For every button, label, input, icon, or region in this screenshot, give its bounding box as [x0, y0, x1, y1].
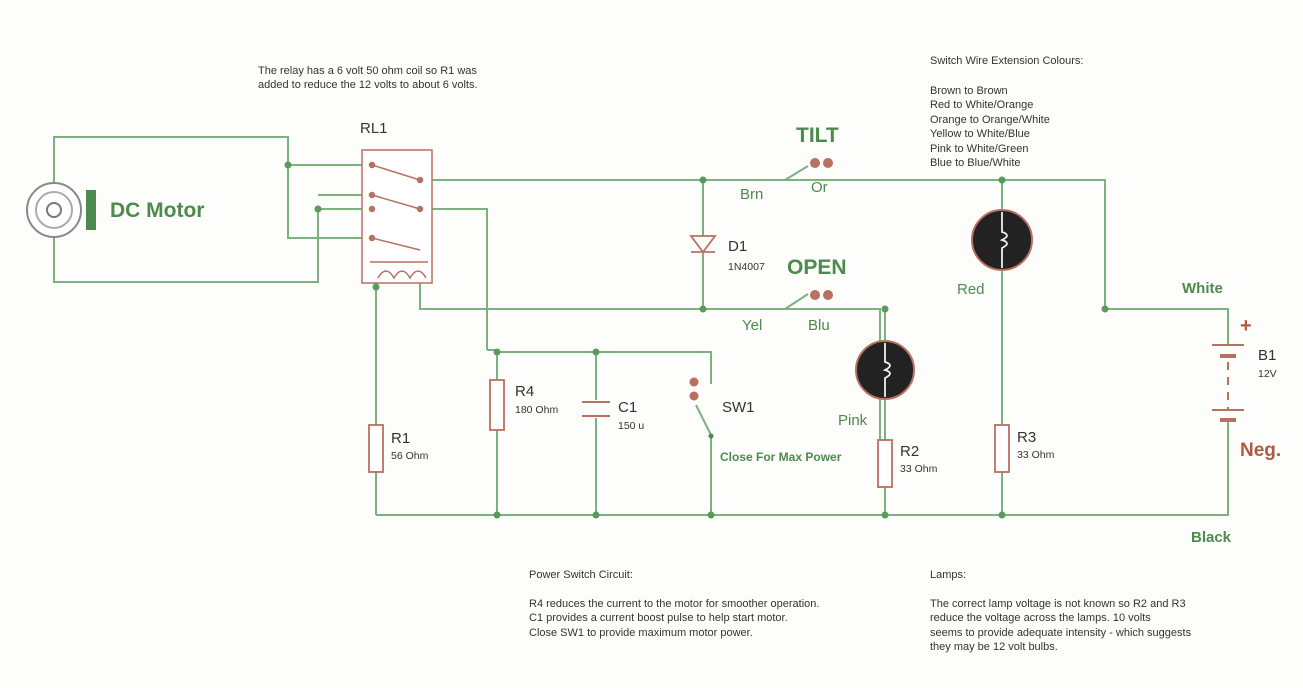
- switch-colours-title: Switch Wire Extension Colours:: [930, 55, 1083, 67]
- junction: [699, 305, 707, 313]
- junction: [1101, 305, 1109, 313]
- relay-symbol: [361, 149, 433, 284]
- r3-value: 33 Ohm: [1017, 449, 1055, 461]
- motor-symbol: [26, 182, 96, 238]
- d1-name: D1: [728, 238, 747, 255]
- junction: [699, 176, 707, 184]
- power-note-line: C1 provides a current boost pulse to hel…: [529, 612, 788, 624]
- switch-colour-item: Brown to Brown: [930, 85, 1008, 97]
- wire-top-rail: [432, 179, 1106, 309]
- open-label: OPEN: [787, 256, 847, 279]
- switch-colour-item: Blue to Blue/White: [930, 157, 1021, 169]
- tilt-label: TILT: [796, 124, 839, 147]
- b1-name: B1: [1258, 347, 1276, 364]
- wire-relay-cross1: [287, 165, 362, 239]
- tilt-switch-arm: [784, 165, 809, 181]
- b1-value: 12V: [1258, 368, 1277, 380]
- wire-r4-c1: [497, 351, 712, 380]
- white-label: White: [1182, 280, 1223, 297]
- r3-name: R3: [1017, 429, 1036, 446]
- neg-label: Neg.: [1240, 440, 1281, 461]
- junction: [592, 511, 600, 519]
- d1-value: 1N4007: [728, 261, 765, 273]
- junction: [998, 176, 1006, 184]
- junction: [998, 511, 1006, 519]
- lamp-pink-label: Pink: [838, 412, 868, 429]
- r2-value: 33 Ohm: [900, 463, 938, 475]
- resistor-r3: [994, 424, 1010, 473]
- r1-name: R1: [391, 430, 410, 447]
- plus-label: +: [1240, 315, 1252, 337]
- junction-dots: [284, 161, 1109, 519]
- battery-symbol: [1212, 344, 1244, 422]
- lamp-pink-symbol: [855, 340, 915, 400]
- resistor-r2: [877, 439, 893, 488]
- junction: [372, 283, 380, 291]
- wires: [53, 136, 1229, 516]
- relay-label: RL1: [360, 120, 388, 137]
- r2-name: R2: [900, 443, 919, 460]
- diode-symbol: [689, 235, 717, 254]
- junction: [493, 511, 501, 519]
- capacitor-c1: [582, 401, 610, 417]
- switch-colour-item: Pink to White/Green: [930, 143, 1028, 155]
- lamp-note-line: seems to provide adequate intensity - wh…: [930, 627, 1192, 639]
- wire-motor-bottom: [53, 208, 362, 283]
- wire-bottom-rail: [376, 420, 1229, 516]
- junction: [284, 161, 292, 169]
- lamp-note-line: they may be 12 volt bulbs.: [930, 641, 1058, 653]
- junction: [707, 511, 715, 519]
- wire-relay-to-mid: [432, 208, 488, 350]
- tilt-switch-contacts: [810, 158, 833, 168]
- sw1-symbol: [689, 377, 714, 439]
- sw1-note: Close For Max Power: [720, 450, 842, 464]
- r4-name: R4: [515, 383, 534, 400]
- r4-value: 180 Ohm: [515, 404, 558, 416]
- switch-colour-item: Red to White/Orange: [930, 99, 1033, 111]
- resistor-r4: [489, 379, 505, 431]
- c1-name: C1: [618, 399, 637, 416]
- switch-colour-item: Yellow to White/Blue: [930, 128, 1030, 140]
- open-left-label: Yel: [742, 317, 762, 334]
- black-label: Black: [1191, 529, 1232, 546]
- motor-label: DC Motor: [110, 199, 204, 222]
- tilt-right-label: Or: [811, 179, 828, 196]
- resistor-r1: [368, 424, 384, 473]
- sw1-name: SW1: [722, 399, 755, 416]
- tilt-left-label: Brn: [740, 186, 763, 203]
- junction: [881, 305, 889, 313]
- junction: [592, 348, 600, 356]
- resistors: [368, 379, 1010, 488]
- wire-motor-top: [53, 136, 362, 185]
- motor-brush-icon: [86, 190, 96, 230]
- power-note-line: Close SW1 to provide maximum motor power…: [529, 627, 753, 639]
- open-switch-arm: [784, 293, 809, 310]
- lamp-note-line: The correct lamp voltage is not known so…: [930, 598, 1186, 610]
- open-right-label: Blu: [808, 317, 830, 334]
- power-notes-title: Power Switch Circuit:: [529, 569, 633, 581]
- c1-value: 150 u: [618, 420, 644, 432]
- relay-note-line1: The relay has a 6 volt 50 ohm coil so R1…: [258, 65, 477, 77]
- junction: [314, 205, 322, 213]
- lamp-note-line: reduce the voltage across the lamps. 10 …: [930, 612, 1151, 624]
- switch-colour-item: Orange to Orange/White: [930, 114, 1050, 126]
- lamp-red-label: Red: [957, 281, 985, 298]
- wire-relay-to-coil-rail: [419, 283, 881, 440]
- r1-value: 56 Ohm: [391, 450, 429, 462]
- lamp-red-symbol: [971, 209, 1033, 271]
- lamp-notes-title: Lamps:: [930, 569, 966, 581]
- relay-note-line2: added to reduce the 12 volts to about 6 …: [258, 79, 478, 91]
- junction: [493, 348, 501, 356]
- junction: [881, 511, 889, 519]
- power-note-line: R4 reduces the current to the motor for …: [529, 598, 819, 610]
- wire-right-rail: [1105, 308, 1229, 345]
- open-switch-contacts: [810, 290, 833, 300]
